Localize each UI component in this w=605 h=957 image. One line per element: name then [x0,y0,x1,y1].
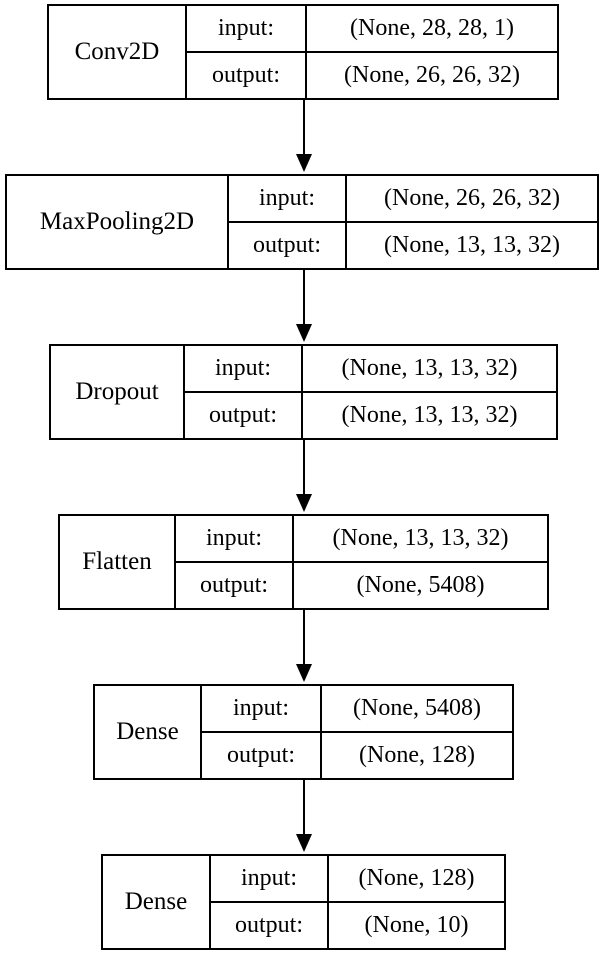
edge-maxpooling2d-to-dropout [296,269,312,342]
output-shape: (None, 10) [364,912,469,938]
layer-name: MaxPooling2D [7,176,229,268]
layer-node-dense-2: Dense input: (None, 128) output: (None, … [101,854,506,950]
input-label: input: [176,516,294,561]
layer-name: Flatten [60,516,176,608]
output-shape: (None, 13, 13, 32) [341,402,518,428]
arrowhead-icon [296,324,312,342]
output-shape: (None, 26, 26, 32) [344,62,520,88]
output-shape: (None, 128) [359,742,475,768]
output-shape: (None, 13, 13, 32) [384,232,560,258]
layer-node-conv2d: Conv2D input: (None, 28, 28, 1) output: … [47,4,559,100]
layer-name: Conv2D [49,6,187,98]
input-label: input: [211,856,329,901]
input-shape: (None, 26, 26, 32) [384,185,560,211]
output-shape: (None, 5408) [356,572,485,598]
arrowhead-icon [296,834,312,852]
input-label: input: [187,6,307,51]
layer-name: Dense [95,686,202,778]
input-label: input: [229,176,347,221]
edge-conv2d-to-maxpooling2d [296,98,312,172]
input-shape: (None, 13, 13, 32) [341,355,518,381]
layer-name: Dropout [51,346,185,438]
output-label: output: [176,563,294,608]
output-label: output: [185,393,303,438]
output-label: output: [229,223,347,268]
layer-node-dropout: Dropout input: (None, 13, 13, 32) output… [49,344,558,440]
layer-node-flatten: Flatten input: (None, 13, 13, 32) output… [58,514,549,610]
layer-name: Dense [103,856,211,948]
output-label: output: [187,53,307,98]
edge-flatten-to-dense [296,609,312,682]
input-shape: (None, 28, 28, 1) [350,15,514,41]
output-label: output: [202,733,322,778]
input-label: input: [185,346,303,391]
arrowhead-icon [296,664,312,682]
arrowhead-icon [296,154,312,172]
input-label: input: [202,686,322,731]
output-label: output: [211,903,329,948]
edge-dropout-to-flatten [296,439,312,512]
layer-node-maxpooling2d: MaxPooling2D input: (None, 26, 26, 32) o… [5,174,599,270]
layer-node-dense-1: Dense input: (None, 5408) output: (None,… [93,684,514,780]
arrowhead-icon [296,494,312,512]
input-shape: (None, 5408) [353,695,481,721]
input-shape: (None, 13, 13, 32) [332,525,509,551]
input-shape: (None, 128) [358,865,475,891]
edge-dense-to-dense [296,779,312,852]
